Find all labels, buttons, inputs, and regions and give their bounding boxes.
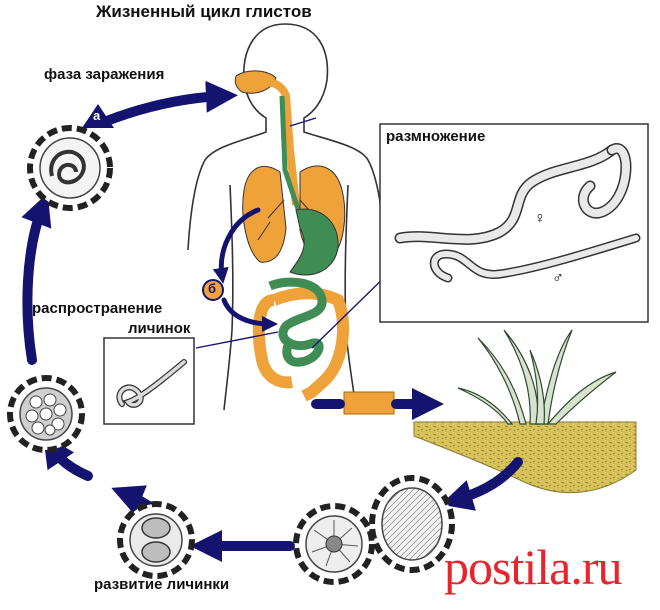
stomach bbox=[289, 208, 339, 276]
stage-b-label: б bbox=[208, 281, 217, 296]
human-body-outline bbox=[187, 23, 386, 411]
stage-b-marker bbox=[202, 279, 224, 301]
arrow-egg-up bbox=[43, 434, 93, 481]
stage-a-marker bbox=[82, 104, 114, 128]
throat-tube bbox=[257, 77, 300, 206]
egg-top-left bbox=[27, 125, 113, 211]
watermark-text: postila.ru bbox=[444, 539, 622, 595]
orange-capsule bbox=[343, 391, 395, 415]
arrow-soil-down bbox=[440, 457, 523, 511]
left-lung bbox=[242, 166, 287, 263]
label-spread-line1: распространение bbox=[32, 300, 163, 317]
male-symbol: ♂ bbox=[552, 270, 564, 287]
label-spread-line2: личинок bbox=[128, 320, 191, 337]
internal-organs bbox=[234, 70, 350, 402]
egg-bottom-center bbox=[293, 503, 375, 585]
esophagus bbox=[279, 95, 303, 216]
diagram-title: Жизненный цикл глистов bbox=[96, 2, 312, 21]
label-larva-development: развитие личинки bbox=[94, 576, 230, 593]
larva-icon bbox=[116, 359, 187, 408]
large-intestine bbox=[252, 287, 350, 402]
egg-bottom-left bbox=[117, 501, 195, 579]
migration-arrows bbox=[212, 207, 278, 332]
egg-bottom-right bbox=[369, 475, 455, 573]
label-reproduction: размножение bbox=[386, 128, 486, 145]
label-infection-phase: фаза заражения bbox=[44, 66, 165, 83]
worm-male bbox=[429, 233, 641, 283]
pointer-lines bbox=[195, 117, 397, 349]
cycle-arrows bbox=[21, 80, 523, 563]
soil-grass bbox=[413, 329, 637, 494]
stage-a-label: a bbox=[93, 108, 101, 123]
arrow-up-left bbox=[21, 193, 52, 365]
female-symbol: ♀ bbox=[534, 210, 546, 227]
egg-left-mid bbox=[7, 375, 85, 453]
arrow-to-mouth bbox=[99, 80, 238, 127]
larva-box bbox=[103, 337, 195, 425]
worm-female bbox=[394, 142, 632, 245]
small-intestine bbox=[268, 277, 327, 367]
